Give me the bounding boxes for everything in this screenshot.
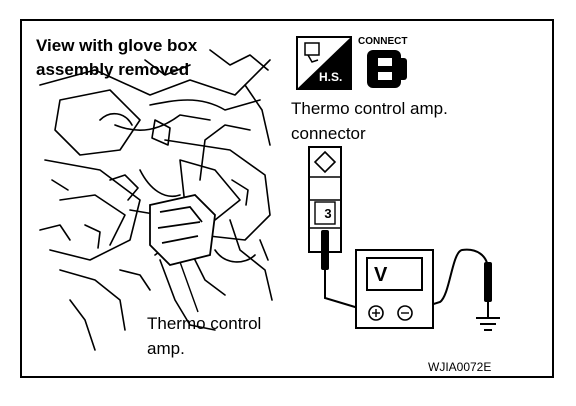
view-heading: View with glove box assembly removed [36,34,197,82]
figure-code: WJIA0072E [428,360,492,374]
connect-icon-label: CONNECT [358,36,408,47]
thermo-control-amp-illustration [149,194,216,266]
diagram-frame [20,19,554,378]
view-heading-line2: assembly removed [36,60,190,79]
ground-icon [476,317,500,331]
view-heading-line1: View with glove box [36,36,198,55]
amp-label-line1: Thermo control [147,314,262,333]
connect-icon [367,50,407,88]
voltmeter [355,249,434,329]
hs-icon [296,36,352,90]
connector-pin-number: 3 [324,206,332,221]
amp-label-line2: amp. [147,339,185,358]
hs-icon-label: H.S. [319,70,343,84]
probe-tips [321,230,492,302]
connector-label-line1: Thermo control amp. [291,99,448,118]
connector-label: Thermo control amp. connector [291,96,448,146]
meter-display: V [374,264,388,286]
connector-label-line2: connector [291,124,366,143]
amp-label: Thermo control amp. [147,311,261,361]
dashboard-illustration [39,49,273,351]
amp-leader-line [179,261,199,313]
